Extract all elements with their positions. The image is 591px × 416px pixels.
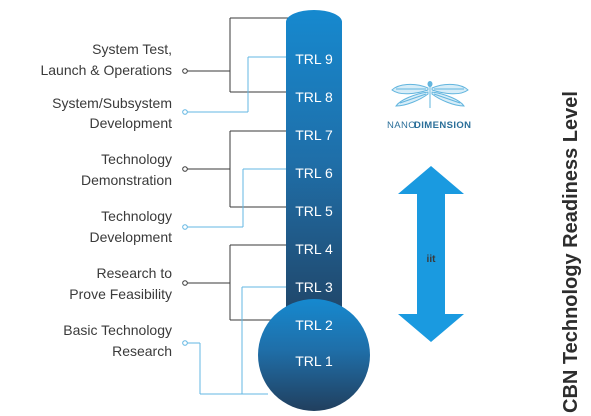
trl-4-label: TRL 4 bbox=[295, 241, 333, 257]
trl-6-label: TRL 6 bbox=[295, 165, 333, 181]
thermometer-bulb bbox=[258, 299, 370, 411]
phase-label-line2: Development bbox=[90, 229, 173, 245]
phase-label-line1: Research to bbox=[97, 265, 173, 281]
trl-9-label: TRL 9 bbox=[295, 51, 333, 67]
trl-7-label: TRL 7 bbox=[295, 127, 333, 143]
phase-label-line2: Launch & Operations bbox=[40, 62, 172, 78]
trl-3-label: TRL 3 bbox=[295, 279, 333, 295]
connector-system-test bbox=[182, 17, 288, 93]
trl-5-label: TRL 5 bbox=[295, 203, 333, 219]
phase-label-line1: Basic Technology bbox=[63, 322, 172, 338]
dragonfly-logo-icon bbox=[391, 81, 469, 108]
trl-2-label: TRL 2 bbox=[295, 317, 333, 333]
side-title: CBN Technology Readiness Level bbox=[560, 91, 582, 413]
nano-dimension-logo: NANO DIMENSION bbox=[387, 81, 471, 131]
arrow-label: iit bbox=[427, 254, 437, 265]
trl-1-label: TRL 1 bbox=[295, 353, 333, 369]
double-headed-arrow-icon bbox=[398, 166, 464, 342]
brand-name-part1: NANO bbox=[387, 120, 416, 131]
trl-8-label: TRL 8 bbox=[295, 89, 333, 105]
connector-lines bbox=[182, 17, 288, 395]
trl-labels: TRL 9 TRL 8 TRL 7 TRL 6 TRL 5 TRL 4 TRL … bbox=[295, 51, 333, 369]
connector-demonstration bbox=[182, 130, 288, 208]
thermometer-body bbox=[286, 10, 342, 342]
phase-label-line2: Prove Feasibility bbox=[69, 286, 172, 302]
phase-label-line2: Research bbox=[112, 343, 172, 359]
brand-name-part2: DIMENSION bbox=[414, 120, 471, 131]
connector-development bbox=[182, 168, 288, 230]
phase-labels: System Test, Launch & Operations System/… bbox=[40, 41, 172, 359]
phase-label-line2: Demonstration bbox=[81, 172, 172, 188]
phase-label-line1: Technology bbox=[101, 151, 172, 167]
phase-label-line1: Technology bbox=[101, 208, 172, 224]
connector-subsystem bbox=[182, 56, 288, 115]
phase-label-line1: System Test, bbox=[92, 41, 172, 57]
thermometer bbox=[258, 10, 370, 411]
connector-basic-research bbox=[182, 286, 288, 395]
phase-label-line2: Development bbox=[90, 115, 173, 131]
connector-feasibility bbox=[182, 244, 288, 321]
phase-label-line1: System/Subsystem bbox=[52, 95, 172, 111]
